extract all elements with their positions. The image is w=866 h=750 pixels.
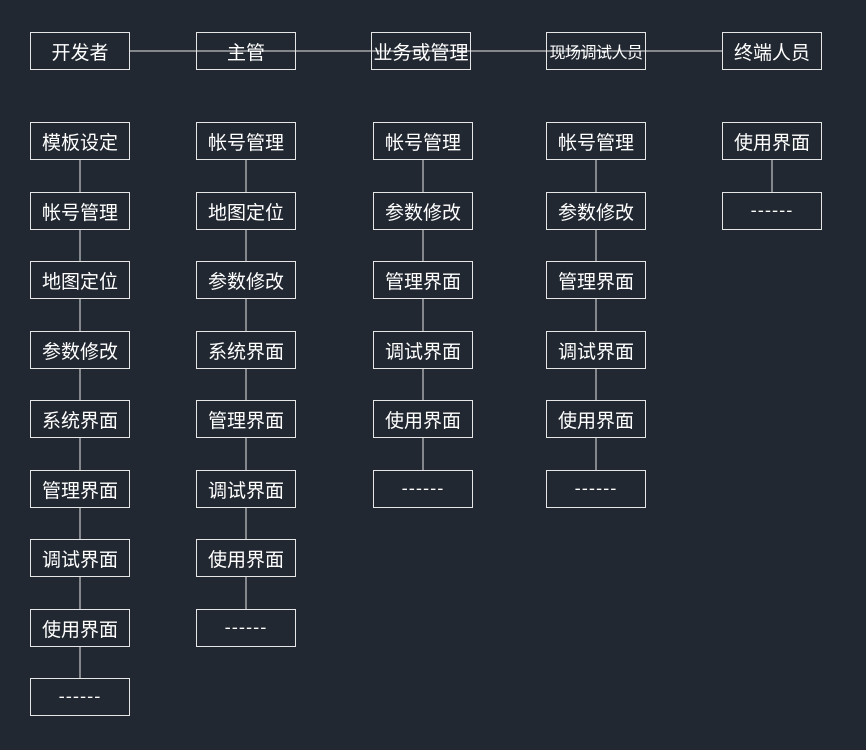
role-header-3: 现场调试人员	[546, 32, 646, 70]
permission-box-3-2: 管理界面	[546, 261, 646, 299]
permission-box-1-2: 参数修改	[196, 261, 296, 299]
permission-box-1-5: 调试界面	[196, 470, 296, 508]
permission-box-3-1: 参数修改	[546, 192, 646, 230]
permission-box-0-0: 模板设定	[30, 122, 130, 160]
permission-box-1-7: ------	[196, 609, 296, 647]
permission-box-0-7: 使用界面	[30, 609, 130, 647]
permission-box-1-4: 管理界面	[196, 400, 296, 438]
permission-box-2-3: 调试界面	[373, 331, 473, 369]
permission-box-4-1: ------	[722, 192, 822, 230]
permission-box-1-0: 帐号管理	[196, 122, 296, 160]
permission-box-3-5: ------	[546, 470, 646, 508]
permission-box-1-3: 系统界面	[196, 331, 296, 369]
permission-box-2-5: ------	[373, 470, 473, 508]
permission-box-2-2: 管理界面	[373, 261, 473, 299]
permission-box-0-5: 管理界面	[30, 470, 130, 508]
permission-box-0-1: 帐号管理	[30, 192, 130, 230]
permission-box-2-4: 使用界面	[373, 400, 473, 438]
permission-box-0-4: 系统界面	[30, 400, 130, 438]
role-header-0: 开发者	[30, 32, 130, 70]
permission-box-2-1: 参数修改	[373, 192, 473, 230]
permission-box-0-3: 参数修改	[30, 331, 130, 369]
permission-box-1-6: 使用界面	[196, 539, 296, 577]
permission-box-4-0: 使用界面	[722, 122, 822, 160]
permission-box-3-3: 调试界面	[546, 331, 646, 369]
permission-box-0-8: ------	[30, 678, 130, 716]
role-header-2: 业务或管理	[371, 32, 471, 70]
permission-box-1-1: 地图定位	[196, 192, 296, 230]
permission-box-3-4: 使用界面	[546, 400, 646, 438]
permission-box-3-0: 帐号管理	[546, 122, 646, 160]
permission-box-0-2: 地图定位	[30, 261, 130, 299]
role-header-1: 主管	[196, 32, 296, 70]
permission-box-0-6: 调试界面	[30, 539, 130, 577]
permission-box-2-0: 帐号管理	[373, 122, 473, 160]
role-header-4: 终端人员	[722, 32, 822, 70]
